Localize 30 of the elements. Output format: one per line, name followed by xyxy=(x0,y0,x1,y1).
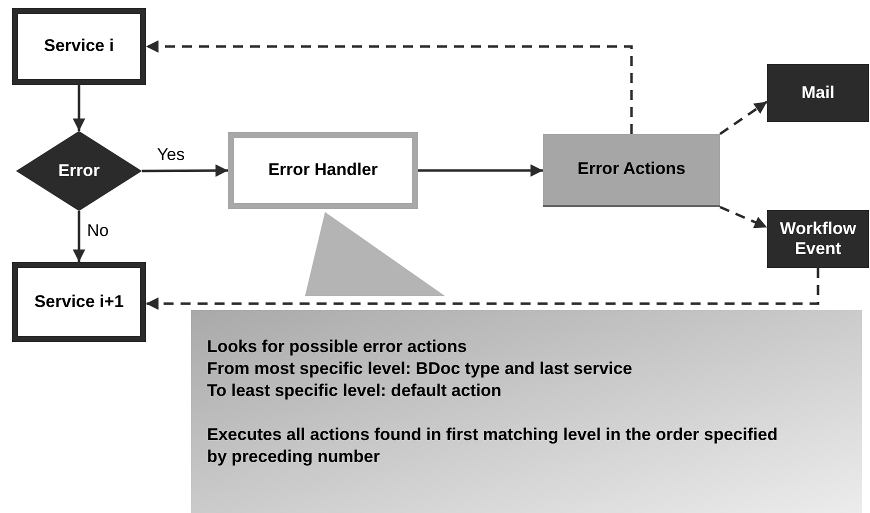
node-label: Service i xyxy=(44,36,114,57)
process-box xyxy=(228,132,418,209)
node-label: Workflow Event xyxy=(778,218,858,260)
dashed-arrow xyxy=(146,40,633,134)
arrow xyxy=(72,85,86,131)
process-box xyxy=(767,210,869,268)
edge-label: No xyxy=(87,221,109,241)
arrow xyxy=(142,164,228,177)
arrow xyxy=(418,164,543,177)
callout-box xyxy=(191,310,862,513)
node-label: Error Actions xyxy=(577,159,686,180)
node-label: Service i+1 xyxy=(34,292,124,312)
node-label: Error xyxy=(58,160,100,182)
process-box xyxy=(767,64,869,122)
note-text: Executes all actions found in first matching level in the order specified by preceding number xyxy=(207,424,779,468)
note-text: From most specific level: BDoc type and last service xyxy=(207,358,634,380)
dashed-arrow xyxy=(719,100,768,136)
process-box xyxy=(12,8,146,85)
arrow xyxy=(72,211,86,262)
dashed-arrow xyxy=(146,268,820,310)
dashed-arrow xyxy=(720,206,768,229)
callout-pointer xyxy=(305,212,445,296)
process-box xyxy=(543,134,720,207)
node-label: Error Handler xyxy=(268,160,378,181)
note-text: To least specific level: default action xyxy=(207,380,502,402)
note-text: Looks for possible error actions xyxy=(207,336,468,358)
decision-diamond xyxy=(16,131,142,211)
edge-label: Yes xyxy=(157,145,185,165)
process-box xyxy=(12,262,146,342)
node-label: Mail xyxy=(801,82,835,104)
